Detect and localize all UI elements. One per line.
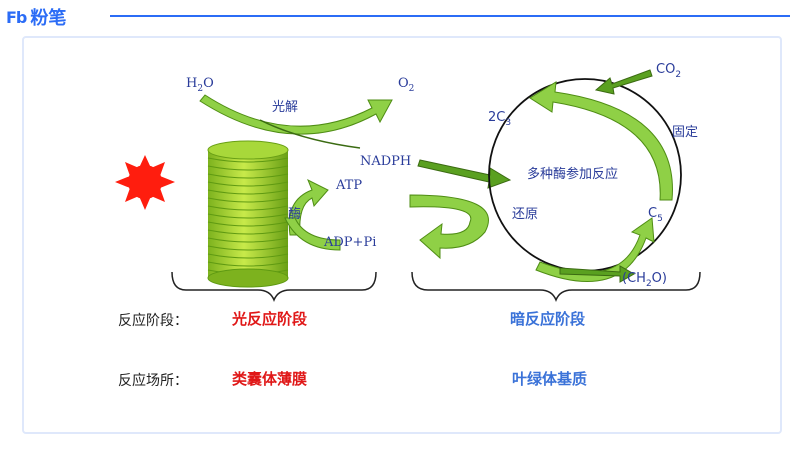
fixation-label: 固定	[672, 125, 698, 140]
thylakoid-disc-line	[207, 157, 289, 163]
calvin-center-label: 多种酶参加反应	[527, 166, 618, 182]
c5-label: C5	[648, 206, 663, 224]
thylakoid-disc-line	[207, 261, 289, 267]
thylakoid-disc-line	[207, 173, 289, 179]
dark-stage-value: 暗反应阶段	[510, 310, 586, 328]
photolysis-arrow	[199, 94, 393, 135]
nadph-label: NADPH	[360, 154, 411, 169]
thylakoid-disc-line	[207, 237, 289, 243]
co2-label: CO2	[656, 62, 681, 80]
ch2o-label: (CH2O)	[622, 271, 667, 289]
thylakoid-disc-line	[207, 245, 289, 251]
atp-label: ATP	[335, 178, 362, 193]
o2-label: O2	[398, 76, 414, 94]
adp-arrow	[284, 217, 341, 251]
atp-arrow	[288, 178, 329, 236]
thylakoid-disc-line	[207, 205, 289, 211]
nadph-arrow	[417, 159, 512, 189]
adp-label: ADP+Pi	[323, 235, 376, 250]
thylakoid-disc-line	[207, 253, 289, 259]
thylakoid-disc-line	[207, 213, 289, 219]
thylakoid-disc-line	[207, 181, 289, 187]
thylakoid-stack	[207, 140, 289, 288]
header-rule	[110, 15, 790, 17]
dark-stage-brace	[411, 271, 701, 303]
content-frame	[22, 36, 782, 434]
stage-label: 反应阶段：	[118, 313, 188, 329]
energy-cycle-arrow	[409, 194, 489, 260]
co2-arrow	[594, 69, 653, 95]
light-stage-value: 光反应阶段	[232, 310, 308, 328]
sun-icon	[115, 155, 175, 210]
h2o-label: H2O	[186, 76, 214, 94]
light-site-value: 类囊体薄膜	[232, 370, 308, 388]
site-label: 反应场所：	[118, 373, 188, 389]
c3-label: 2C3	[488, 110, 511, 128]
logo-mark: Fb	[6, 7, 27, 27]
thylakoid-disc-line	[207, 229, 289, 235]
thylakoid-disc-line	[207, 197, 289, 203]
thylakoid-disc-line	[207, 189, 289, 195]
dark-site-value: 叶绿体基质	[512, 370, 588, 388]
ch2o-arrow	[559, 265, 636, 283]
light-stage-brace	[171, 271, 377, 303]
thylakoid-disc-line	[207, 165, 289, 171]
enzyme-label: 酶	[288, 206, 301, 222]
fixation-arrow	[529, 81, 673, 201]
thylakoid-disc-line	[207, 221, 289, 227]
photolysis-label: 光解	[272, 100, 298, 115]
logo-text: 粉笔	[30, 8, 67, 29]
reduction-label: 还原	[512, 207, 538, 222]
nadph-line	[259, 119, 361, 149]
brand-logo: Fb 粉笔	[6, 6, 67, 30]
